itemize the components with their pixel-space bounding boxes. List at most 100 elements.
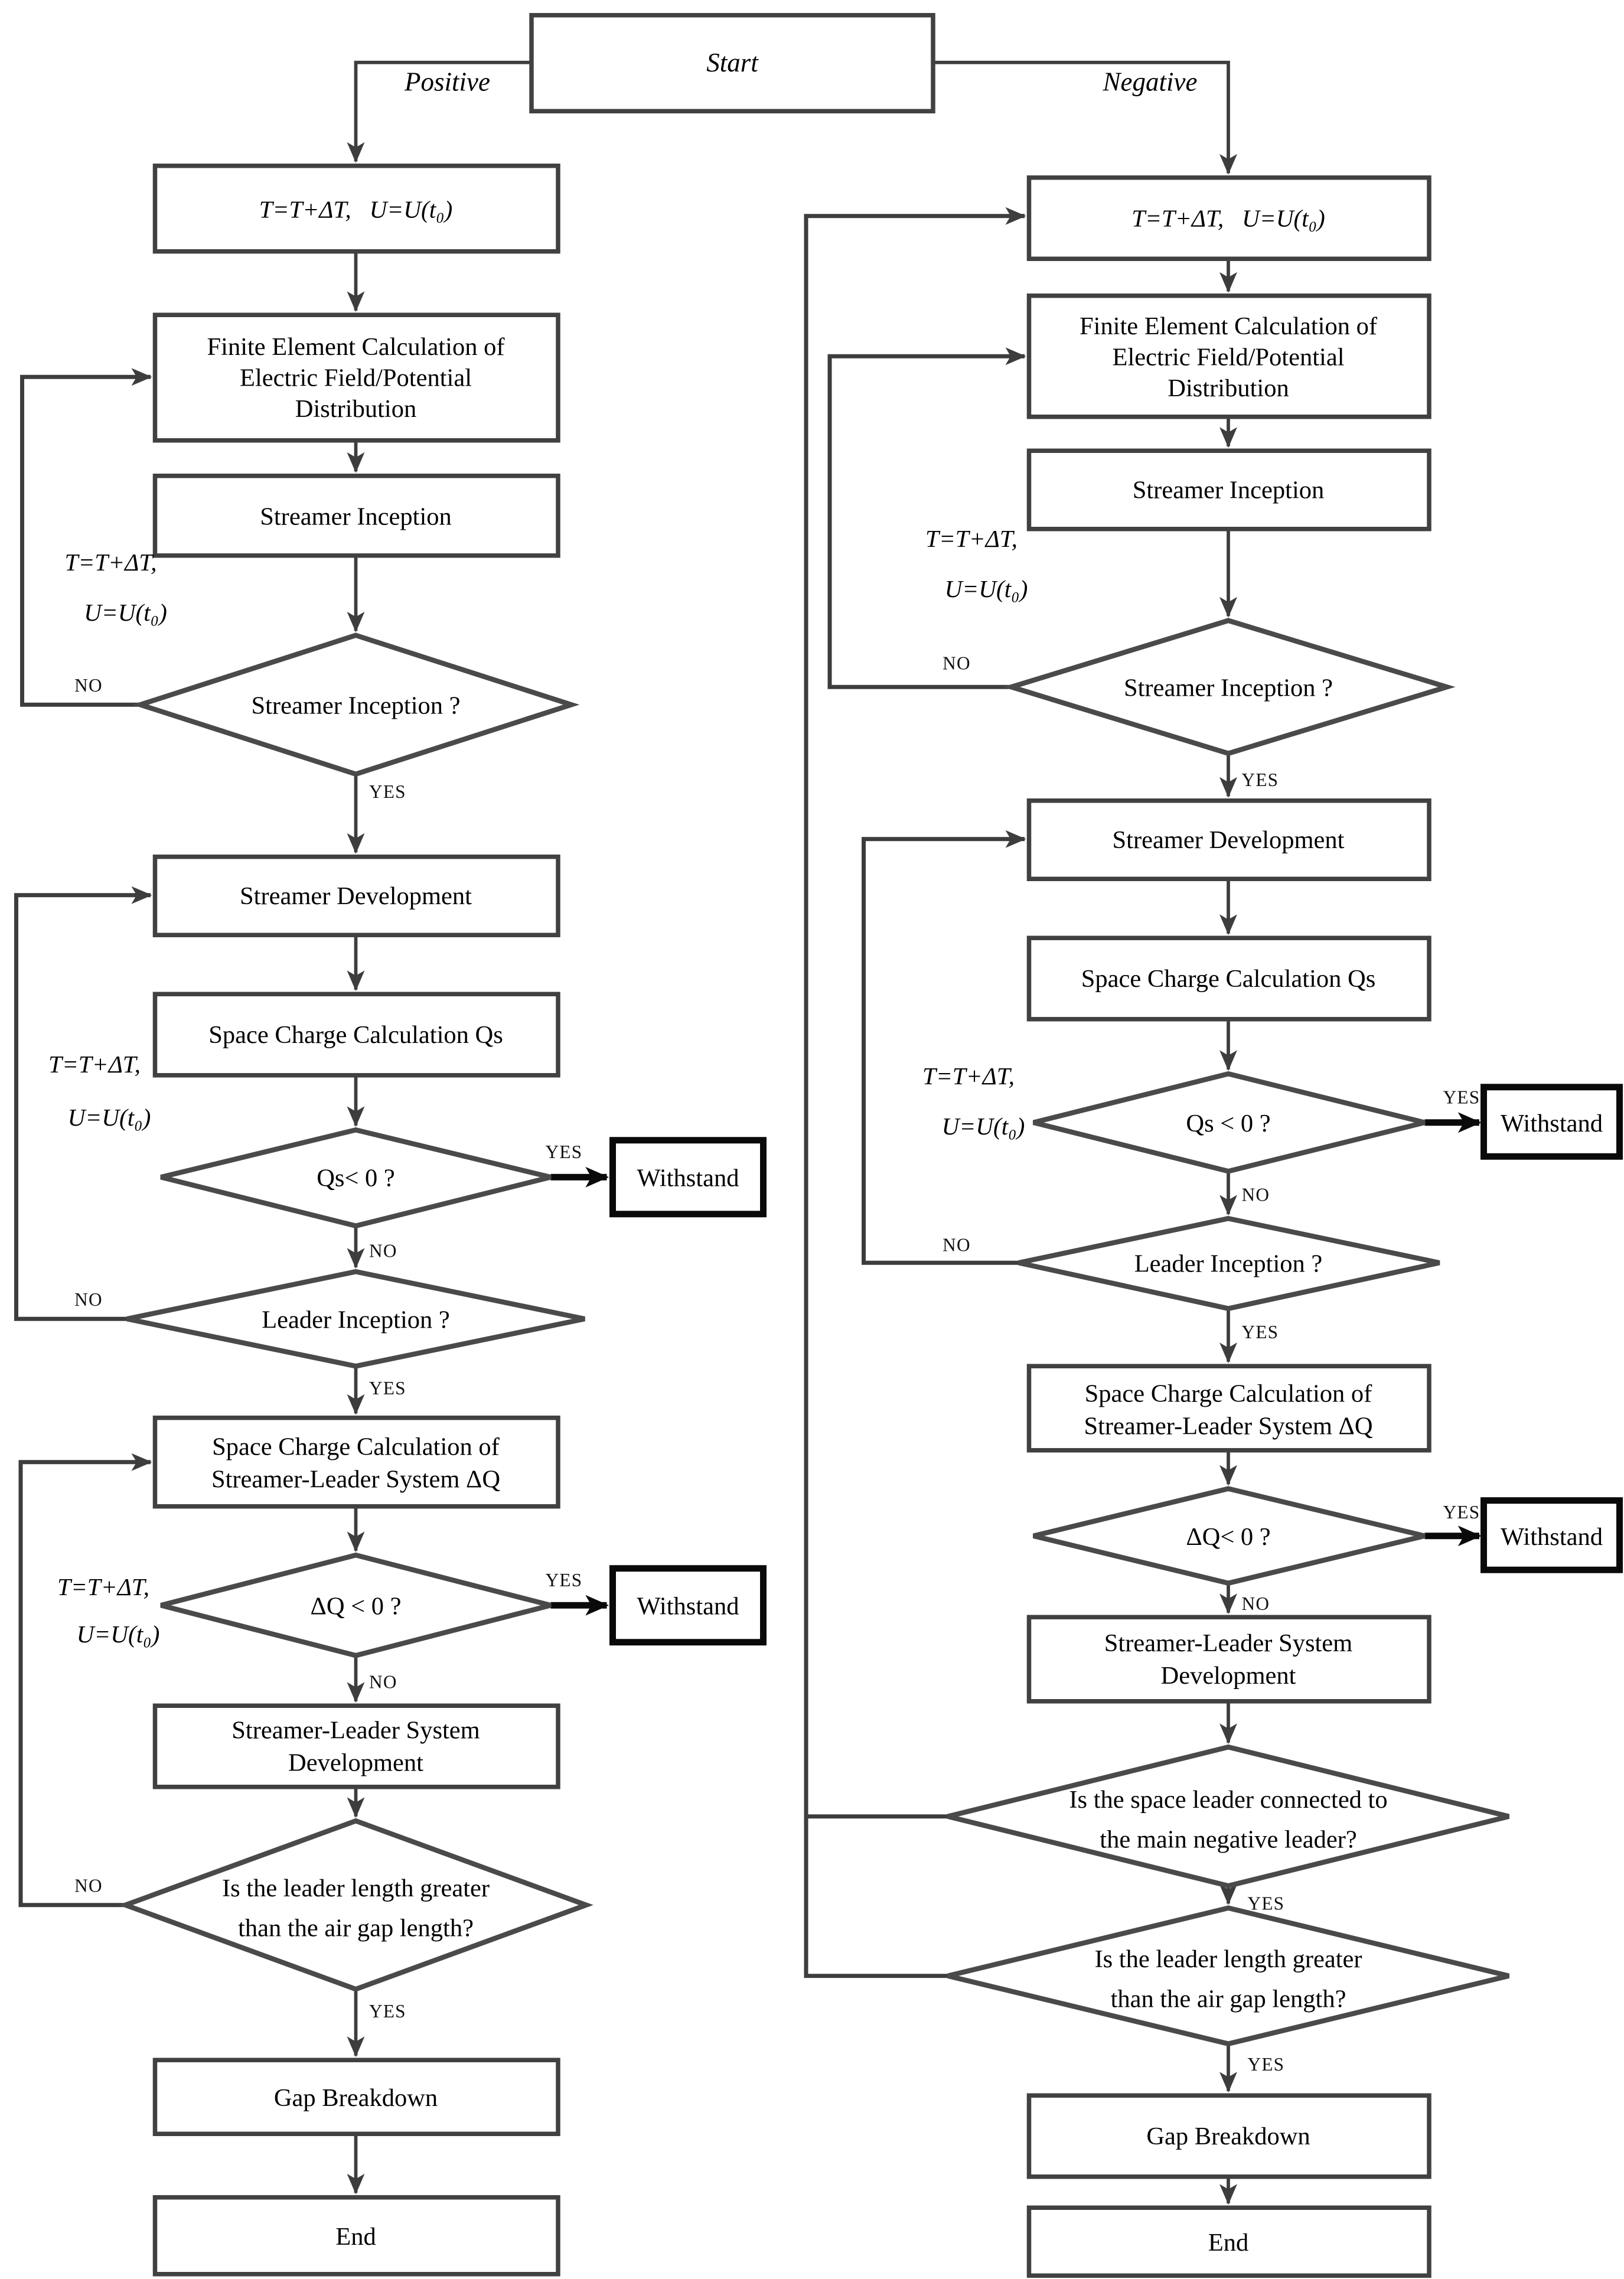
right-space-charge-qs-box: Space Charge Calculation Qs bbox=[1026, 935, 1431, 1022]
right-leader-length-line1: Is the leader length greater bbox=[1094, 1945, 1362, 1973]
loop-r-d3-to-development bbox=[862, 830, 1026, 1265]
left-sls-development-line2: Development bbox=[288, 1749, 423, 1776]
right-qs-diamond: Qs < 0 ? bbox=[1032, 1071, 1426, 1174]
left-leader-inception-q-label: Leader Inception ? bbox=[262, 1306, 450, 1334]
right-loop2-tstep-line1: T=T+ΔT, bbox=[922, 1062, 1015, 1090]
left-qs-diamond: Qs< 0 ? bbox=[160, 1127, 552, 1229]
left-end-label: End bbox=[335, 2223, 376, 2251]
negative-branch-label: Negative bbox=[1103, 67, 1198, 96]
left-time-update-label: T=T+ΔT, U=U(t₀) bbox=[259, 195, 453, 223]
left-loop3-tstep-label: T=T+ΔT, U=U(t₀) bbox=[57, 1573, 159, 1648]
connectors bbox=[14, 60, 1482, 2205]
right-leader-length-diamond-shape bbox=[947, 1905, 1510, 2047]
right-streamer-development-box: Streamer Development bbox=[1026, 798, 1431, 881]
left-leader-length-line2: than the air gap length? bbox=[238, 1914, 474, 1942]
right-streamer-development-label: Streamer Development bbox=[1113, 826, 1345, 854]
left-d3-no-label: NO bbox=[74, 1289, 103, 1310]
left-dq-diamond: ΔQ < 0 ? bbox=[160, 1552, 552, 1658]
left-leader-length-line1: Is the leader length greater bbox=[222, 1874, 490, 1902]
left-sls-development-line1: Streamer-Leader System bbox=[231, 1716, 480, 1744]
right-dq-diamond: ΔQ< 0 ? bbox=[1032, 1486, 1426, 1586]
right-d3-no-label: NO bbox=[943, 1234, 971, 1255]
left-d2-no-label: NO bbox=[369, 1240, 397, 1261]
loop-r-d6-to-time bbox=[804, 207, 1026, 1978]
left-loop2-tstep-line1: T=T+ΔT, bbox=[48, 1051, 141, 1078]
left-streamer-inception-label: Streamer Inception bbox=[260, 503, 452, 530]
left-sls-development-shape bbox=[152, 1703, 560, 1789]
right-fem-box: Finite Element Calculation of Electric F… bbox=[1026, 293, 1431, 419]
right-end-box: End bbox=[1026, 2205, 1431, 2278]
right-space-charge-dq-shape bbox=[1026, 1364, 1431, 1453]
left-end-shape bbox=[152, 2195, 560, 2277]
left-streamer-development-shape bbox=[152, 855, 560, 937]
nodes: Start Positive Negative T=T+ΔT, U=U(t₀) … bbox=[118, 12, 1623, 2278]
right-loop1-tstep-line1: T=T+ΔT, bbox=[925, 525, 1018, 552]
left-loop3-tstep-line2: U=U(t₀) bbox=[77, 1621, 160, 1648]
left-dq-diamond-shape bbox=[160, 1552, 552, 1658]
left-gap-breakdown-label: Gap Breakdown bbox=[274, 2084, 438, 2112]
left-streamer-development-label: Streamer Development bbox=[240, 882, 472, 910]
left-gap-breakdown-shape bbox=[152, 2058, 560, 2136]
left-loop1-tstep-line2: U=U(t₀) bbox=[84, 599, 167, 627]
right-withstand-2-shape bbox=[1480, 1497, 1623, 1573]
loop-l-d3-to-development bbox=[14, 886, 152, 1321]
right-gap-breakdown-shape bbox=[1026, 2093, 1431, 2179]
start-label: Start bbox=[706, 48, 759, 77]
left-withstand-1-shape bbox=[609, 1137, 767, 1218]
right-streamer-inception-shape bbox=[1026, 448, 1431, 532]
right-space-leader-diamond: Is the space leader connected to the mai… bbox=[947, 1744, 1510, 1889]
left-qs-diamond-shape bbox=[160, 1127, 552, 1229]
left-loop2-tstep-label: T=T+ΔT, U=U(t₀) bbox=[48, 1051, 151, 1132]
right-d5-yes-label: YES bbox=[1248, 1893, 1285, 1913]
left-fem-shape bbox=[152, 312, 560, 443]
right-sls-development-box: Streamer-Leader System Development bbox=[1026, 1615, 1431, 1704]
right-sls-development-shape bbox=[1026, 1615, 1431, 1704]
left-streamer-inception-box: Streamer Inception bbox=[152, 473, 560, 558]
start-box-shape bbox=[529, 12, 935, 113]
right-space-charge-qs-shape bbox=[1026, 935, 1431, 1022]
left-withstand-box-2: Withstand bbox=[609, 1565, 767, 1646]
right-loop1-tstep-line2: U=U(t₀) bbox=[945, 575, 1028, 603]
right-d2-yes-label: YES bbox=[1443, 1087, 1480, 1107]
right-gap-breakdown-label: Gap Breakdown bbox=[1146, 2122, 1310, 2150]
left-space-charge-dq-box: Space Charge Calculation of Streamer-Lea… bbox=[152, 1416, 560, 1509]
left-loop1-tstep-line1: T=T+ΔT, bbox=[65, 549, 157, 576]
left-withstand-1-label: Withstand bbox=[637, 1164, 739, 1192]
left-d4-yes-label: YES bbox=[546, 1570, 583, 1590]
right-fem-line2: Electric Field/Potential bbox=[1112, 343, 1344, 371]
left-gap-breakdown-box: Gap Breakdown bbox=[152, 2058, 560, 2136]
start-box: Start bbox=[529, 12, 935, 113]
right-space-leader-diamond-shape bbox=[947, 1744, 1510, 1889]
right-d6-yes-label: YES bbox=[1248, 2054, 1285, 2075]
left-space-charge-dq-line1: Space Charge Calculation of bbox=[212, 1433, 500, 1460]
right-streamer-inception-box: Streamer Inception bbox=[1026, 448, 1431, 532]
right-space-leader-line2: the main negative leader? bbox=[1100, 1825, 1356, 1853]
right-space-charge-dq-box: Space Charge Calculation of Streamer-Lea… bbox=[1026, 1364, 1431, 1453]
right-leader-inception-q-label: Leader Inception ? bbox=[1134, 1250, 1323, 1277]
left-space-charge-dq-line2: Streamer-Leader System ΔQ bbox=[211, 1465, 500, 1493]
right-withstand-box-1: Withstand bbox=[1480, 1084, 1623, 1160]
right-streamer-inception-label: Streamer Inception bbox=[1133, 476, 1325, 504]
right-sls-development-line1: Streamer-Leader System bbox=[1104, 1629, 1352, 1657]
right-end-label: End bbox=[1208, 2229, 1248, 2257]
left-withstand-2-shape bbox=[609, 1565, 767, 1646]
right-dq-check-label: ΔQ< 0 ? bbox=[1186, 1523, 1270, 1551]
right-time-update-label: T=T+ΔT, U=U(t₀) bbox=[1131, 204, 1325, 232]
positive-branch-label: Positive bbox=[404, 67, 490, 96]
right-end-shape bbox=[1026, 2205, 1431, 2278]
left-fem-line1: Finite Element Calculation of bbox=[207, 333, 506, 361]
left-space-charge-qs-shape bbox=[152, 992, 560, 1078]
left-end-box: End bbox=[152, 2195, 560, 2277]
left-d4-no-label: NO bbox=[369, 1671, 397, 1692]
loop-r-d1-to-fem bbox=[827, 347, 1026, 689]
left-loop1-tstep-label: T=T+ΔT, U=U(t₀) bbox=[65, 549, 167, 627]
left-streamer-inception-diamond-shape bbox=[132, 632, 580, 777]
right-d1-no-label: NO bbox=[943, 653, 971, 673]
right-fem-line3: Distribution bbox=[1168, 374, 1289, 402]
right-withstand-1-label: Withstand bbox=[1501, 1110, 1603, 1137]
right-leader-inception-diamond-shape bbox=[1018, 1215, 1440, 1312]
left-d1-yes-label: YES bbox=[369, 781, 406, 802]
right-withstand-1-shape bbox=[1480, 1084, 1623, 1160]
right-space-charge-qs-label: Space Charge Calculation Qs bbox=[1081, 965, 1375, 993]
right-loop2-tstep-label: T=T+ΔT, U=U(t₀) bbox=[922, 1062, 1025, 1140]
